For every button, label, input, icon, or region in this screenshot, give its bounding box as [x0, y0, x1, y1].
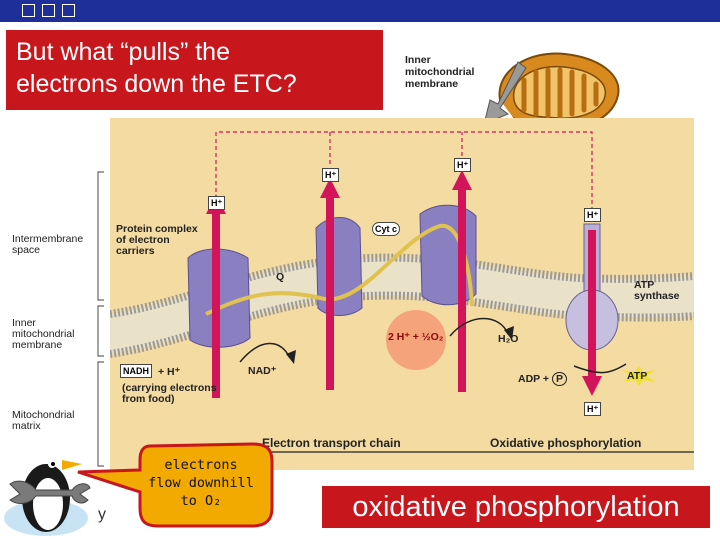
hplus-label: H⁺ — [322, 168, 340, 182]
etc-section-label: Electron transport chain — [262, 436, 401, 450]
diagram-graphics — [110, 131, 694, 453]
hplus-label: H⁺ — [208, 196, 226, 210]
cyt-c-label: Cyt c — [372, 222, 401, 236]
header-square-icon — [62, 4, 75, 17]
inner-membrane-label: Inner mitochondrial membrane — [12, 317, 75, 351]
bottom-label: oxidative phosphorylation — [352, 491, 680, 523]
matrix-label: Mitochondrial matrix — [12, 409, 75, 432]
oxphos-section-label: Oxidative phosphorylation — [490, 436, 642, 450]
nadh-hplus-label: + H⁺ — [158, 366, 181, 378]
carrying-electrons-label: (carrying electrons from food) — [122, 382, 217, 405]
hplus-label: H⁺ — [584, 402, 602, 416]
phosphate-icon: P — [551, 372, 567, 386]
title-line-1: But what “pulls” the — [16, 38, 230, 66]
mitochondrion-illustration — [485, 52, 620, 130]
protein-complex-label: Protein complex of electron carriers — [116, 223, 198, 257]
inset-label: Inner mitochondrial membrane — [405, 54, 475, 90]
nad-label: NAD⁺ — [248, 365, 277, 377]
speech-bubble — [77, 442, 274, 528]
q-label: Q — [276, 271, 285, 283]
header-bar — [0, 0, 720, 22]
atp-synthase-label: ATP synthase — [634, 279, 680, 302]
oxygen-reaction-label: 2 H⁺ + ½O₂ — [388, 331, 444, 343]
intermembrane-space-label: Intermembrane space — [12, 233, 84, 256]
speech-bubble-text: electrons flow downhill to O₂ — [148, 457, 254, 509]
water-label: H₂O — [498, 333, 519, 345]
etc-diagram: H⁺ H⁺ H⁺ H⁺ H⁺ Protein complex of electr… — [110, 118, 694, 470]
hplus-label: H⁺ — [584, 208, 602, 222]
adp-label: ADP + P — [518, 372, 567, 386]
atp-label: ATP — [627, 370, 648, 382]
hplus-label: H⁺ — [454, 158, 472, 172]
mascot-letter: y — [98, 506, 106, 523]
header-square-icon — [22, 4, 35, 17]
title-line-2: electrons down the ETC? — [16, 70, 297, 98]
penguin-mascot — [4, 460, 91, 536]
slide-title: But what “pulls” the electrons down the … — [6, 30, 383, 110]
oxidative-phosphorylation-banner: oxidative phosphorylation — [322, 486, 710, 528]
nadh-label: NADH — [120, 364, 152, 378]
side-brackets — [97, 171, 104, 467]
header-square-icon — [42, 4, 55, 17]
